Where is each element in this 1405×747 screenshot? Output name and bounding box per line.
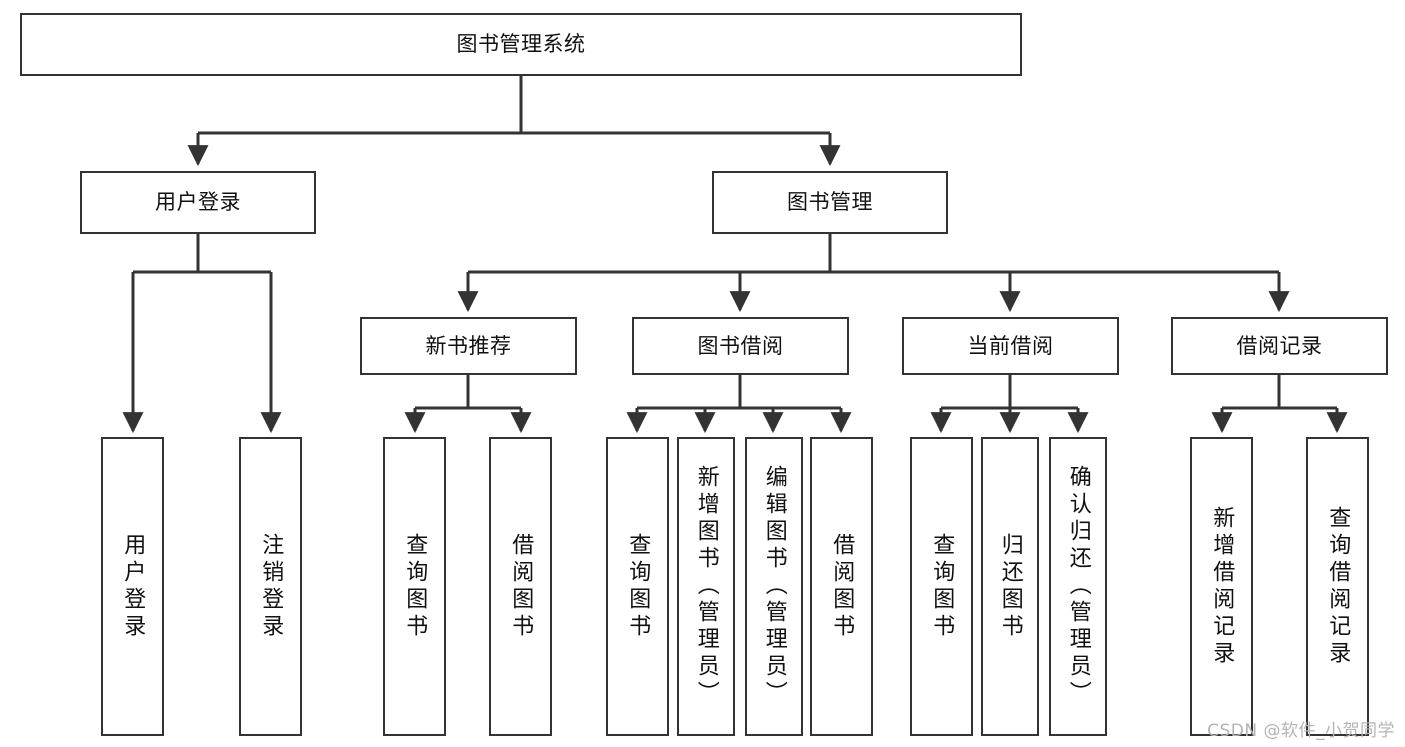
node-current-borrowing[interactable]: 当前借阅 xyxy=(902,317,1119,375)
csdn-watermark: CSDN @软件_小贺同学 xyxy=(1207,721,1395,741)
node-user-login[interactable]: 用户登录 xyxy=(80,171,316,234)
node-label: 归还图书 xyxy=(997,532,1023,641)
node-label: 当前借阅 xyxy=(967,333,1054,358)
node-leaf-query-book-1[interactable]: 查询图书 xyxy=(383,437,446,736)
node-label: 新增图书（管理员） xyxy=(693,465,719,708)
node-leaf-borrow-book-1[interactable]: 借阅图书 xyxy=(489,437,552,736)
node-book-borrowing[interactable]: 图书借阅 xyxy=(632,317,849,375)
node-label: 查询借阅记录 xyxy=(1325,505,1351,668)
node-label: 确认归还（管理员） xyxy=(1065,465,1091,708)
node-label: 图书管理系统 xyxy=(456,32,586,57)
node-new-book-recommendation[interactable]: 新书推荐 xyxy=(360,317,577,375)
node-label: 新增借阅记录 xyxy=(1209,505,1235,668)
node-label: 编辑图书（管理员） xyxy=(761,465,787,708)
node-leaf-logout[interactable]: 注销登录 xyxy=(239,437,302,736)
node-label: 新书推荐 xyxy=(425,333,512,358)
node-label: 借阅图书 xyxy=(829,532,855,641)
node-book-management[interactable]: 图书管理 xyxy=(712,171,948,234)
node-label: 注销登录 xyxy=(258,532,284,641)
node-leaf-user-login[interactable]: 用户登录 xyxy=(101,437,164,736)
node-label: 查询图书 xyxy=(625,532,651,641)
node-leaf-add-book[interactable]: 新增图书（管理员） xyxy=(677,437,735,736)
node-leaf-query-book-3[interactable]: 查询图书 xyxy=(910,437,973,736)
node-borrowing-records[interactable]: 借阅记录 xyxy=(1171,317,1388,375)
node-leaf-query-book-2[interactable]: 查询图书 xyxy=(606,437,669,736)
node-leaf-return-book[interactable]: 归还图书 xyxy=(981,437,1039,736)
node-label: 用户登录 xyxy=(155,190,241,215)
node-book-management-system[interactable]: 图书管理系统 xyxy=(20,13,1022,76)
node-label: 查询图书 xyxy=(402,532,428,641)
node-label: 用户登录 xyxy=(120,532,146,641)
node-leaf-query-record[interactable]: 查询借阅记录 xyxy=(1306,437,1369,736)
node-leaf-confirm-return[interactable]: 确认归还（管理员） xyxy=(1049,437,1107,736)
node-label: 图书管理 xyxy=(787,190,873,215)
node-leaf-edit-book[interactable]: 编辑图书（管理员） xyxy=(745,437,803,736)
node-label: 图书借阅 xyxy=(697,333,784,358)
node-leaf-borrow-book-2[interactable]: 借阅图书 xyxy=(810,437,873,736)
node-leaf-add-record[interactable]: 新增借阅记录 xyxy=(1190,437,1253,736)
node-label: 借阅记录 xyxy=(1236,333,1323,358)
node-label: 借阅图书 xyxy=(508,532,534,641)
node-label: 查询图书 xyxy=(929,532,955,641)
